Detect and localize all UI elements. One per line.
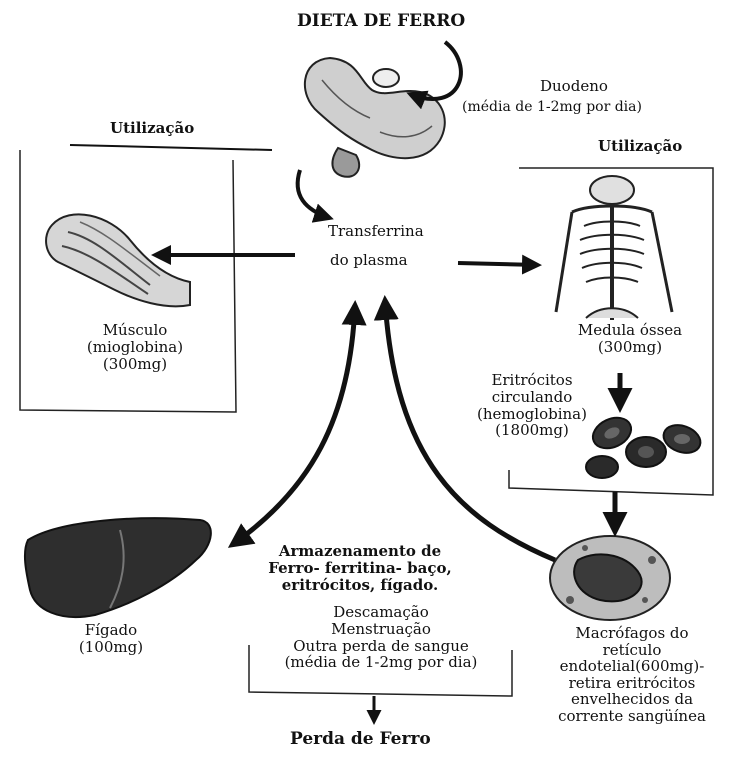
macrophage-line-5: envelhecidos da — [537, 691, 727, 708]
marrow-label: Medula óssea (300mg) — [560, 322, 700, 356]
muscle-illustration — [46, 214, 190, 306]
macrophage-line-3: endotelial(600mg)- — [537, 658, 727, 675]
liver-amount: (100mg) — [66, 639, 156, 656]
macrophage-line-2: retículo — [537, 642, 727, 659]
erythrocytes-state: circulando — [462, 389, 602, 406]
storage-line-1: Armazenamento de — [240, 543, 480, 560]
loss-cause-desquamation: Descamação — [250, 604, 512, 621]
macrophage-label: Macrófagos do retículo endotelial(600mg)… — [537, 625, 727, 724]
muscle-protein: (mioglobina) — [80, 339, 190, 356]
skeleton-illustration — [556, 176, 672, 320]
marrow-amount: (300mg) — [560, 339, 700, 356]
erythrocytes-label: Eritrócitos circulando (hemoglobina) (18… — [462, 372, 602, 439]
duodenum-label: Duodeno — [540, 78, 608, 95]
macrophage-illustration — [550, 536, 670, 620]
muscle-amount: (300mg) — [80, 356, 190, 373]
liver-illustration — [25, 518, 211, 617]
iron-loss-label: Perda de Ferro — [290, 730, 431, 749]
stomach-illustration — [305, 58, 445, 177]
storage-label: Armazenamento de Ferro- ferritina- baço,… — [240, 543, 480, 593]
macrophage-line-6: corrente sangüínea — [537, 708, 727, 725]
liver-name: Fígado — [66, 622, 156, 639]
loss-cause-menstruation: Menstruação — [250, 621, 512, 638]
storage-line-3: eritrócitos, fígado. — [240, 577, 480, 594]
intake-arrow — [410, 42, 461, 99]
erythrocytes-protein: (hemoglobina) — [462, 406, 602, 423]
macrophage-line-4: retira eritrócitos — [537, 675, 727, 692]
erythrocytes-amount: (1800mg) — [462, 422, 602, 439]
liver-label: Fígado (100mg) — [66, 622, 156, 656]
loss-cause-other-blood: Outra perda de sangue — [250, 638, 512, 655]
transferrin-label: Transferrina — [328, 223, 424, 240]
transferrin-to-marrow-arrow — [458, 263, 538, 265]
diagram-title: DIETA DE FERRO — [297, 12, 465, 31]
utilization-right-label: Utilização — [598, 138, 682, 155]
loss-causes: Descamação Menstruação Outra perda de sa… — [250, 604, 512, 671]
transferrin-to-liver-arrow — [232, 305, 355, 545]
storage-line-2: Ferro- ferritina- baço, — [240, 560, 480, 577]
transferrin-sublabel: do plasma — [330, 252, 408, 269]
muscle-name: Músculo — [80, 322, 190, 339]
macrophage-line-1: Macrófagos do — [537, 625, 727, 642]
stomach-to-transferrin-arrow — [298, 170, 330, 218]
red-blood-cells — [586, 412, 704, 478]
marrow-name: Medula óssea — [560, 322, 700, 339]
utilization-left-label: Utilização — [110, 120, 194, 137]
loss-average: (média de 1-2mg por dia) — [250, 654, 512, 671]
erythrocytes-name: Eritrócitos — [462, 372, 602, 389]
muscle-label: Músculo (mioglobina) (300mg) — [80, 322, 190, 372]
duodenum-absorption: (média de 1-2mg por dia) — [462, 100, 642, 116]
